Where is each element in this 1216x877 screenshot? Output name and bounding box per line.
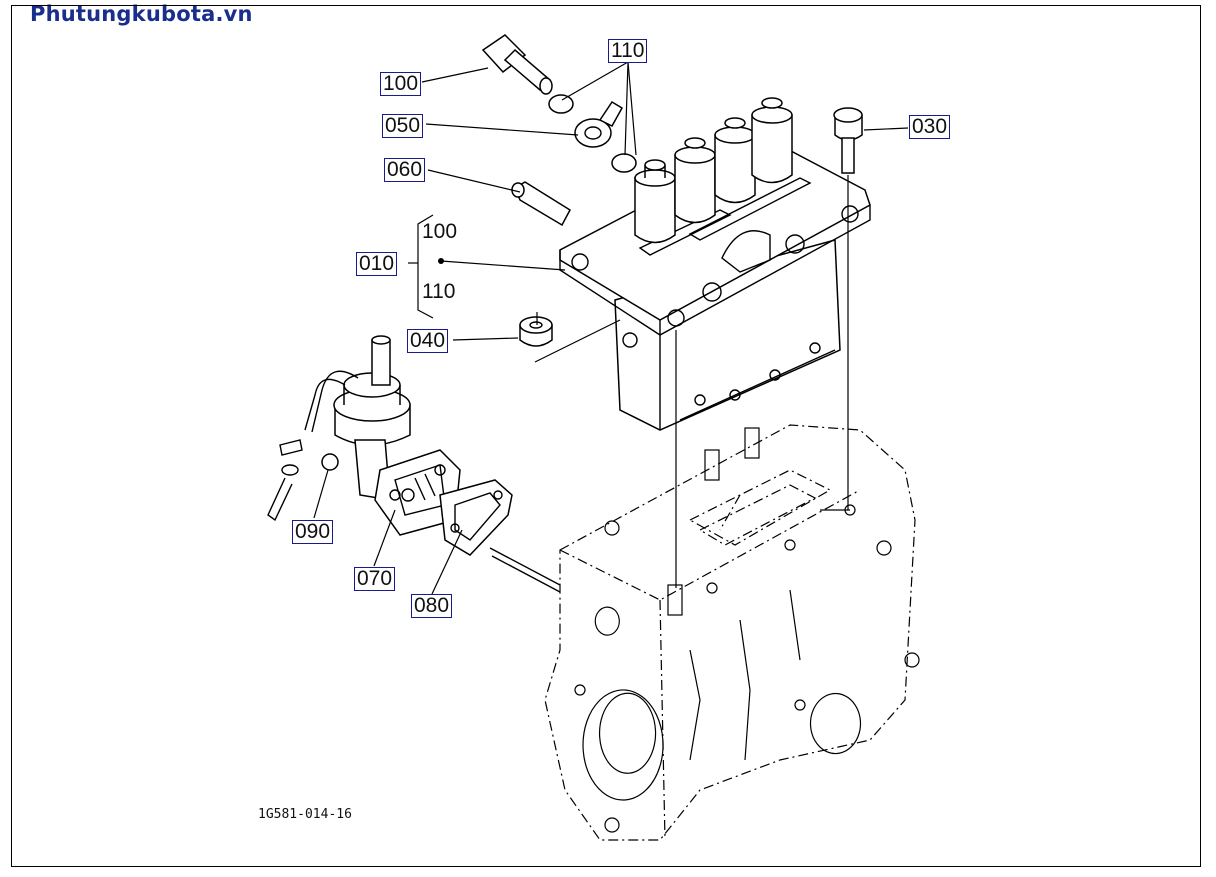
stud-part	[489, 547, 561, 593]
callout-080[interactable]: 080	[411, 594, 453, 618]
figure-id: 1G581-014-16	[258, 807, 352, 822]
callout-040[interactable]: 040	[407, 329, 449, 353]
delivery-valve-holders	[634, 97, 793, 244]
diagram-frame	[11, 5, 1201, 867]
gasket-part	[439, 479, 513, 556]
callout-090[interactable]: 090	[292, 520, 334, 544]
leader-lines	[313, 61, 909, 595]
group-sub-100: 100	[422, 220, 458, 243]
washer-upper	[548, 94, 574, 114]
callout-050[interactable]: 050	[382, 114, 424, 138]
hose-clip-part	[267, 439, 339, 522]
nut-040-part	[519, 316, 553, 347]
callout-100[interactable]: 100	[380, 72, 422, 96]
nipple-part	[511, 181, 571, 227]
gear-case-outline	[544, 424, 920, 841]
callout-070[interactable]: 070	[354, 567, 396, 591]
callout-060[interactable]: 060	[384, 158, 426, 182]
banjo-fitting-part	[574, 100, 624, 148]
injection-pump	[559, 97, 871, 431]
callout-030[interactable]: 030	[909, 115, 951, 139]
fuel-feed-pump	[304, 335, 461, 536]
callout-010[interactable]: 010	[356, 252, 398, 276]
group-sub-110: 110	[422, 280, 456, 303]
site-title[interactable]: Phutungkubota.vn	[30, 2, 253, 26]
banjo-bolt-part	[481, 34, 553, 95]
washer-lower	[611, 153, 637, 173]
callout-110[interactable]: 110	[608, 39, 648, 63]
bolt-030-part	[833, 107, 863, 174]
